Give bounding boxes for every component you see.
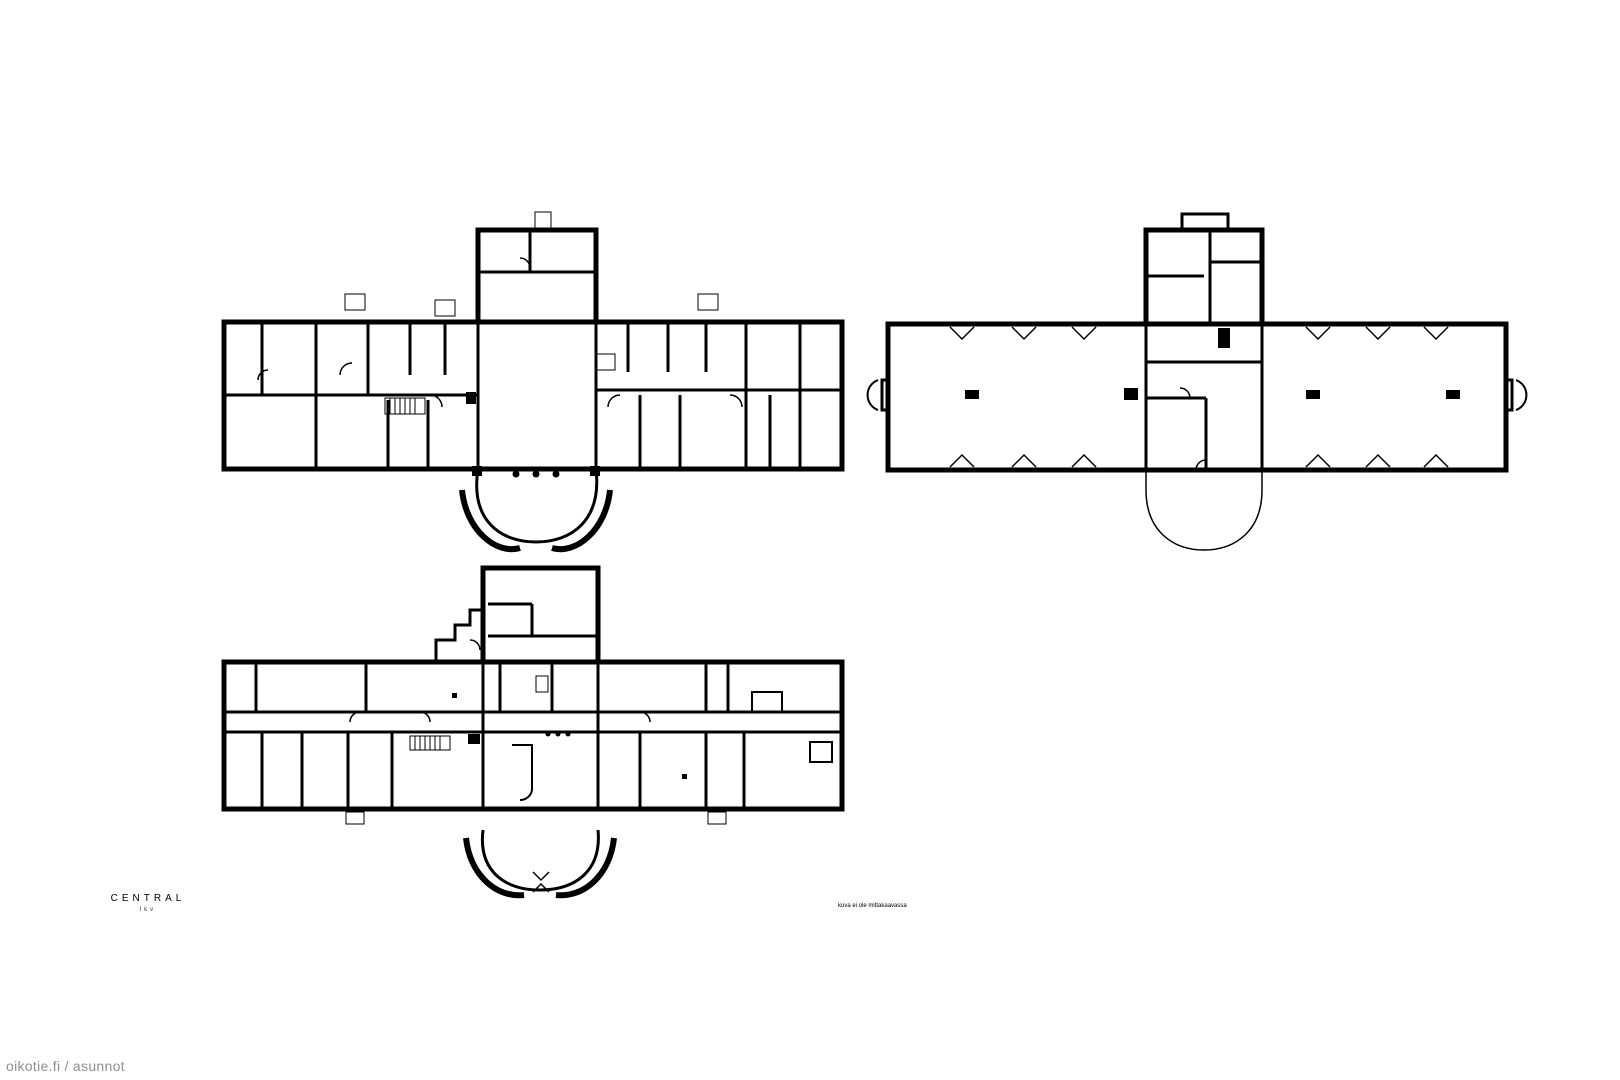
floor-plan-basement [221,565,845,899]
chimneys-attic [965,328,1460,400]
brand-logo: CENTRAL lkv [104,893,192,913]
floor-plan-attic [866,212,1528,551]
brand-name: CENTRAL [110,893,186,904]
brand-subtitle: lkv [139,907,157,913]
watermark: oikotie.fi / asunnot [6,1058,125,1074]
floor-plan-first-floor [221,211,845,553]
columns-basement [452,693,687,779]
columns-first-floor [466,392,600,478]
scale-note: kuva ei ole mittakaavassa [838,903,907,909]
